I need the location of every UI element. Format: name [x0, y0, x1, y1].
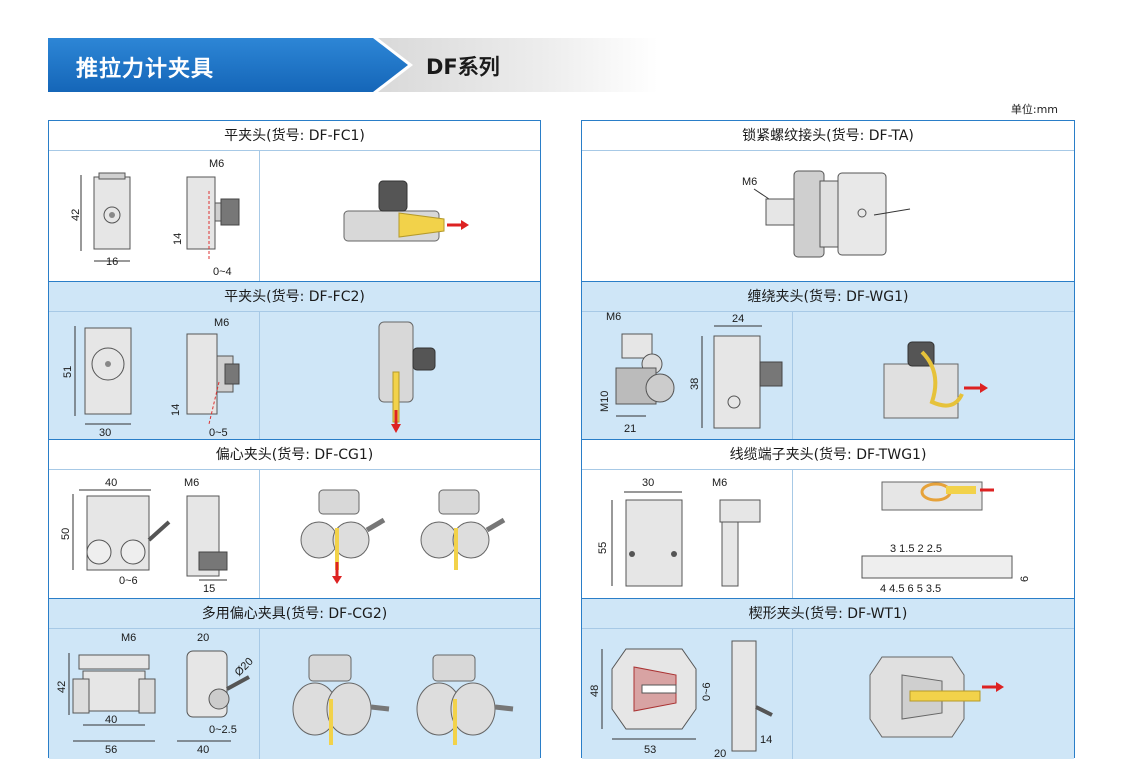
twg1-top-nums: 3 1.5 2 2.5	[890, 543, 942, 555]
section-df-cg1: 偏心夹头(货号: DF-CG1) 40 50 0~6 M6 15	[49, 440, 540, 598]
wg1-m-label: M6	[606, 312, 621, 323]
banner-gray-band	[378, 38, 658, 92]
banner-title: 推拉力计夹具	[76, 57, 215, 82]
banner-blue-band	[48, 38, 408, 92]
cg2-h-label: 42	[56, 681, 68, 693]
fc1-w-label: 16	[106, 256, 118, 268]
wt1-drawing: 48 53 0~6 20 14	[589, 640, 1004, 759]
twg1-t-label: 30	[642, 477, 654, 489]
wt1-w3-label: 14	[760, 734, 772, 746]
fc1-h-label: 42	[70, 209, 82, 221]
fc1-r-label: 0~4	[213, 266, 232, 278]
wt1-w2-label: 20	[714, 748, 726, 759]
cg2-w2-label: 56	[105, 744, 117, 756]
fc2-drawing: 51 30 M6 14 0~5	[62, 317, 436, 439]
section-title: 多用偏心夹具(货号: DF-CG2)	[49, 599, 540, 629]
fc1-d-label: 14	[172, 233, 184, 245]
wt1-h-label: 48	[589, 685, 601, 697]
cg2-m-label: M6	[121, 632, 136, 644]
cg1-d-label: 15	[203, 583, 215, 595]
section-title: 平夹头(货号: DF-FC1)	[49, 121, 540, 151]
cg1-r-label: 0~6	[119, 575, 138, 587]
ta-m-label: M6	[742, 176, 757, 188]
section-df-fc2: 平夹头(货号: DF-FC2) 51 30 M6 14 0~5	[49, 282, 540, 439]
cg1-h-label: 50	[60, 528, 72, 540]
fc1-m-label: M6	[209, 158, 224, 170]
header-banner: 推拉力计夹具 DF系列	[48, 38, 658, 92]
cg2-drawing: M6 42 40 56 20 Ø20 0~2.5 40	[56, 632, 514, 756]
section-title: 缠绕夹头(货号: DF-WG1)	[582, 282, 1074, 312]
section-df-twg1: 线缆端子夹头(货号: DF-TWG1) 30 55 M6 3 1.5 2	[582, 440, 1074, 598]
section-title: 平夹头(货号: DF-FC2)	[49, 282, 540, 312]
wg1-h-label: M10	[599, 391, 611, 412]
section-df-fc1: 平夹头(货号: DF-FC1) 42 16 M6 14 0~4	[49, 121, 540, 281]
section-title: 锁紧螺纹接头(货号: DF-TA)	[582, 121, 1074, 151]
fc2-m-label: M6	[214, 317, 229, 329]
section-title: 楔形夹头(货号: DF-WT1)	[582, 599, 1074, 629]
unit-label: 单位:mm	[1010, 103, 1058, 116]
fc2-d-label: 14	[170, 404, 182, 416]
ta-drawing: M6	[742, 170, 911, 258]
cg2-w1-label: 40	[105, 714, 117, 726]
cg2-r-label: 0~2.5	[209, 724, 237, 736]
cg2-dia-label: Ø20	[233, 656, 256, 679]
wg1-drawing: M6 M10 21 24 38	[599, 312, 988, 435]
section-df-wg1: 缠绕夹头(货号: DF-WG1) M6 M10 21 24 38	[582, 282, 1074, 439]
section-title: 线缆端子夹头(货号: DF-TWG1)	[582, 440, 1074, 470]
wg1-t-label: 24	[732, 313, 744, 325]
banner-subtitle: DF系列	[426, 55, 500, 79]
wg1-w-label: 21	[624, 423, 636, 435]
section-df-wt1: 楔形夹头(货号: DF-WT1) 48 53 0~6 20 14	[582, 599, 1074, 759]
fc2-r-label: 0~5	[209, 427, 228, 439]
left-panel: 平夹头(货号: DF-FC1) 42 16 M6 14 0~4	[48, 120, 541, 759]
twg1-bot-nums: 4 4.5 6 5 3.5	[880, 583, 941, 595]
wg1-h2-label: 38	[689, 378, 701, 390]
section-df-ta: 锁紧螺纹接头(货号: DF-TA) M6	[582, 121, 1074, 281]
fc1-drawing: 42 16 M6 14 0~4	[70, 158, 469, 278]
wt1-w-label: 53	[644, 744, 656, 756]
section-df-cg2: 多用偏心夹具(货号: DF-CG2) M6 42 40 56 20 Ø20	[49, 599, 540, 759]
cg1-w-label: 40	[105, 477, 117, 489]
fc2-w-label: 30	[99, 427, 111, 439]
section-title: 偏心夹头(货号: DF-CG1)	[49, 440, 540, 470]
twg1-drawing: 30 55 M6 3 1.5 2 2.5 4 4.5 6 5 3.5 6	[597, 477, 1031, 595]
twg1-h-label: 55	[597, 542, 609, 554]
twg1-m-label: M6	[712, 477, 727, 489]
cg1-drawing: 40 50 0~6 M6 15	[60, 477, 506, 595]
right-panel: 锁紧螺纹接头(货号: DF-TA) M6 缠绕夹头(货号: DF-WG1) M6	[581, 120, 1075, 759]
cg2-w3-label: 40	[197, 744, 209, 756]
wt1-r-label: 0~6	[701, 682, 713, 701]
twg1-side-label: 6	[1019, 576, 1031, 582]
cg2-t-label: 20	[197, 632, 209, 644]
fc2-h-label: 51	[62, 366, 74, 378]
cg1-m-label: M6	[184, 477, 199, 489]
